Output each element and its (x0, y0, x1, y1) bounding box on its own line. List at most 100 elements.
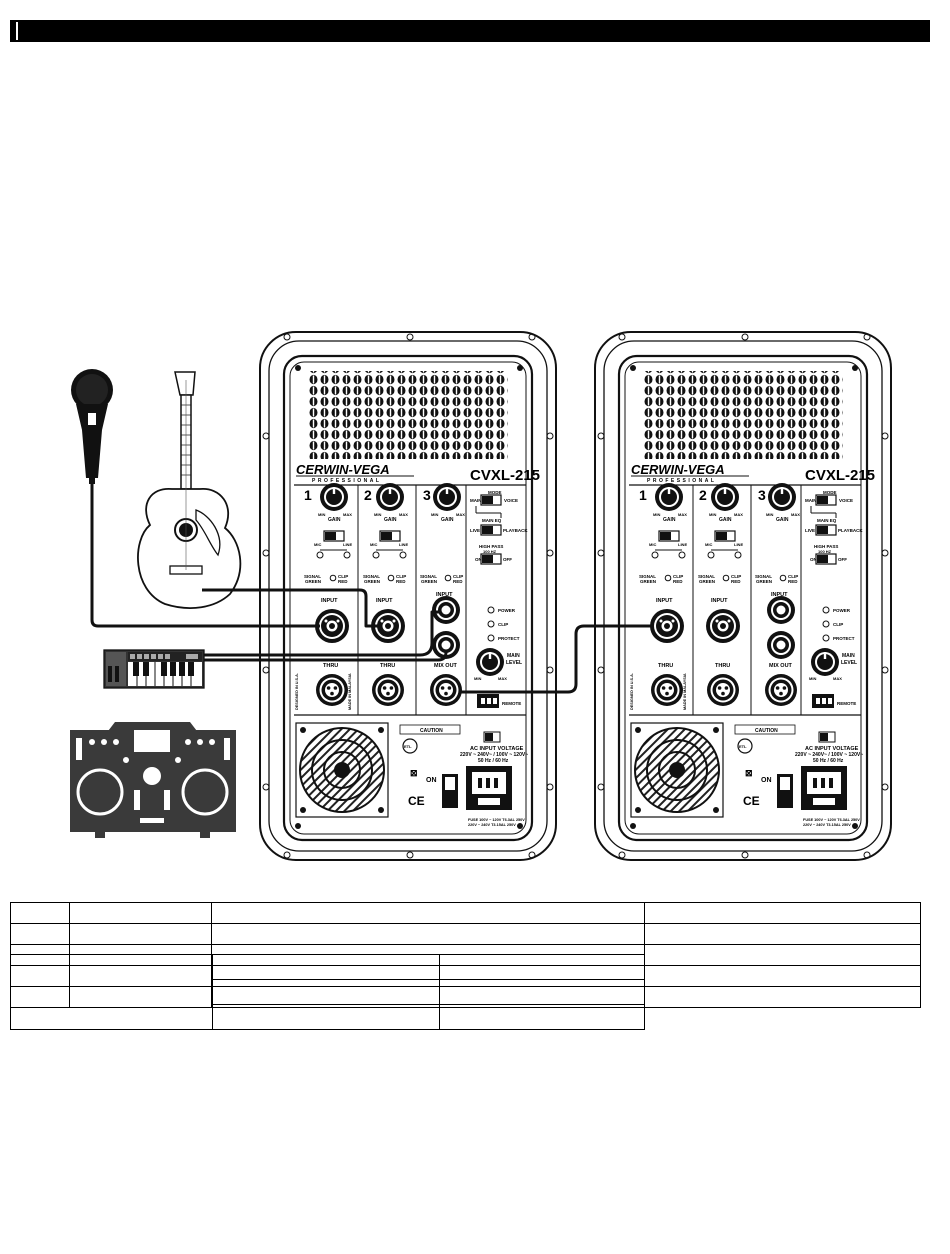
caution-label (399, 724, 461, 735)
svg-text:INPUT: INPUT (436, 592, 453, 598)
svg-text:CLIP: CLIP (338, 574, 348, 579)
svg-text:LINE: LINE (343, 542, 352, 547)
svg-text:MIC: MIC (314, 542, 321, 547)
svg-text:SIGNAL: SIGNAL (420, 574, 437, 579)
svg-text:220V ~ 240V T3.15AL 250V: 220V ~ 240V T3.15AL 250V (468, 823, 516, 827)
svg-text:REMOTE: REMOTE (502, 701, 521, 706)
svg-text:GREEN: GREEN (364, 579, 380, 584)
svg-text:AC INPUT VOLTAGE: AC INPUT VOLTAGE (470, 746, 524, 752)
brand-logo: CERWIN-VEGA (296, 462, 390, 477)
channel-1-input-combo-jack[interactable] (315, 609, 349, 643)
svg-text:⊠: ⊠ (410, 768, 418, 778)
svg-text:RED: RED (453, 579, 463, 584)
svg-text:MAX: MAX (498, 676, 507, 681)
svg-text:CLIP: CLIP (498, 622, 508, 627)
speaker-grill (308, 371, 508, 459)
svg-text:MAX: MAX (343, 512, 352, 517)
main-level-knob[interactable] (476, 648, 504, 676)
table-row (9, 954, 646, 1030)
spec-table-secondary (9, 954, 646, 1030)
channel-1-thru-xlr[interactable] (316, 674, 348, 706)
table-row (9, 923, 922, 945)
guitar-cable (202, 588, 378, 628)
power-led (487, 606, 495, 614)
svg-text:MAIN EQ: MAIN EQ (482, 518, 502, 523)
channel-1-mic-line-switch[interactable] (323, 530, 345, 542)
svg-text:ETL: ETL (404, 744, 412, 749)
cooling-fan (295, 722, 389, 818)
svg-text:GAIN: GAIN (441, 517, 454, 523)
channel-2-number: 2 (364, 487, 372, 503)
svg-text:MAIN: MAIN (507, 653, 520, 659)
signal-cables (90, 484, 652, 694)
section-header-bar (10, 20, 930, 42)
svg-text:LIVE: LIVE (470, 528, 480, 533)
svg-text:220V ~ 240V~ / 100V ~ 120V~: 220V ~ 240V~ / 100V ~ 120V~ (460, 752, 528, 758)
svg-text:GREEN: GREEN (421, 579, 437, 584)
mic-cable (90, 484, 320, 628)
svg-text:50 Hz / 60 Hz: 50 Hz / 60 Hz (478, 758, 509, 764)
channel-1-gain-knob[interactable] (320, 483, 348, 511)
svg-text:THRU: THRU (380, 663, 395, 669)
channel-3-input-jack-a[interactable] (432, 596, 460, 624)
svg-text:VOICE: VOICE (504, 498, 518, 503)
table-row (11, 979, 646, 1005)
svg-text:RED: RED (338, 579, 348, 584)
svg-text:SIGNAL: SIGNAL (304, 574, 321, 579)
channel-3-number: 3 (423, 487, 431, 503)
dj-controller-icon (70, 722, 236, 838)
svg-text:PROTECT: PROTECT (498, 636, 520, 641)
svg-text:MADE IN MALAYSIA: MADE IN MALAYSIA (348, 673, 352, 710)
channel-1-number: 1 (304, 487, 312, 503)
keyboard-cable-b (204, 651, 448, 662)
table-row (11, 1004, 646, 1030)
svg-text:FUSE 100V ~ 120V T6.3AL 250V: FUSE 100V ~ 120V T6.3AL 250V (468, 818, 525, 822)
svg-text:MIN: MIN (431, 512, 438, 517)
svg-text:CLIP: CLIP (396, 574, 406, 579)
connection-diagram: CERWIN-VEGA PROFESSIONAL CVXL-215 1 2 3 … (70, 0, 950, 900)
svg-text:GAIN: GAIN (384, 517, 397, 523)
svg-text:LEVEL: LEVEL (506, 660, 522, 666)
model-name: CVXL-215 (470, 467, 540, 484)
svg-text:GAIN: GAIN (328, 517, 341, 523)
svg-text:HIGH PASS: HIGH PASS (479, 544, 503, 549)
svg-text:MIC: MIC (370, 542, 377, 547)
mode-switch[interactable] (480, 494, 502, 506)
svg-text:INPUT: INPUT (321, 598, 338, 604)
ce-mark: CE (408, 794, 425, 808)
svg-text:100 HZ: 100 HZ (483, 549, 497, 554)
svg-text:MAX: MAX (399, 512, 408, 517)
speaker-panel-left: CERWIN-VEGA PROFESSIONAL CVXL-215 1 2 3 … (259, 331, 557, 861)
table-row (9, 902, 922, 924)
svg-text:MAIN: MAIN (470, 498, 482, 503)
svg-text:ON: ON (426, 777, 437, 784)
etl-mark (402, 738, 418, 754)
channel-2-gain-knob[interactable] (376, 483, 404, 511)
midi-keyboard-icon (103, 649, 205, 689)
svg-text:GREEN: GREEN (305, 579, 321, 584)
svg-text:LINE: LINE (399, 542, 408, 547)
high-pass-switch[interactable] (480, 553, 502, 565)
link-cable (460, 624, 652, 694)
mix-out-xlr[interactable] (430, 674, 462, 706)
svg-text:MIX OUT: MIX OUT (434, 663, 458, 669)
main-eq-switch[interactable] (480, 524, 502, 536)
svg-text:PLAYBACK: PLAYBACK (503, 528, 528, 533)
clip-led (487, 620, 495, 628)
svg-text:OFF: OFF (503, 557, 512, 562)
protect-led (487, 634, 495, 642)
channel-2-mic-line-switch[interactable] (379, 530, 401, 542)
header-bar-mark (16, 22, 18, 40)
channel-3-gain-knob[interactable] (433, 483, 461, 511)
svg-text:MIN: MIN (318, 512, 325, 517)
svg-text:MIN: MIN (374, 512, 381, 517)
channel-2-thru-xlr[interactable] (372, 674, 404, 706)
svg-text:DESIGNED IN U.S.A.: DESIGNED IN U.S.A. (295, 673, 299, 710)
keyboard-cable-a (204, 610, 440, 657)
svg-text:SIGNAL: SIGNAL (363, 574, 380, 579)
svg-text:ON: ON (475, 557, 482, 562)
svg-text:POWER: POWER (498, 608, 516, 613)
svg-text:MAX: MAX (456, 512, 465, 517)
brand-sub: PROFESSIONAL (312, 478, 381, 484)
svg-text:MIN: MIN (474, 676, 481, 681)
